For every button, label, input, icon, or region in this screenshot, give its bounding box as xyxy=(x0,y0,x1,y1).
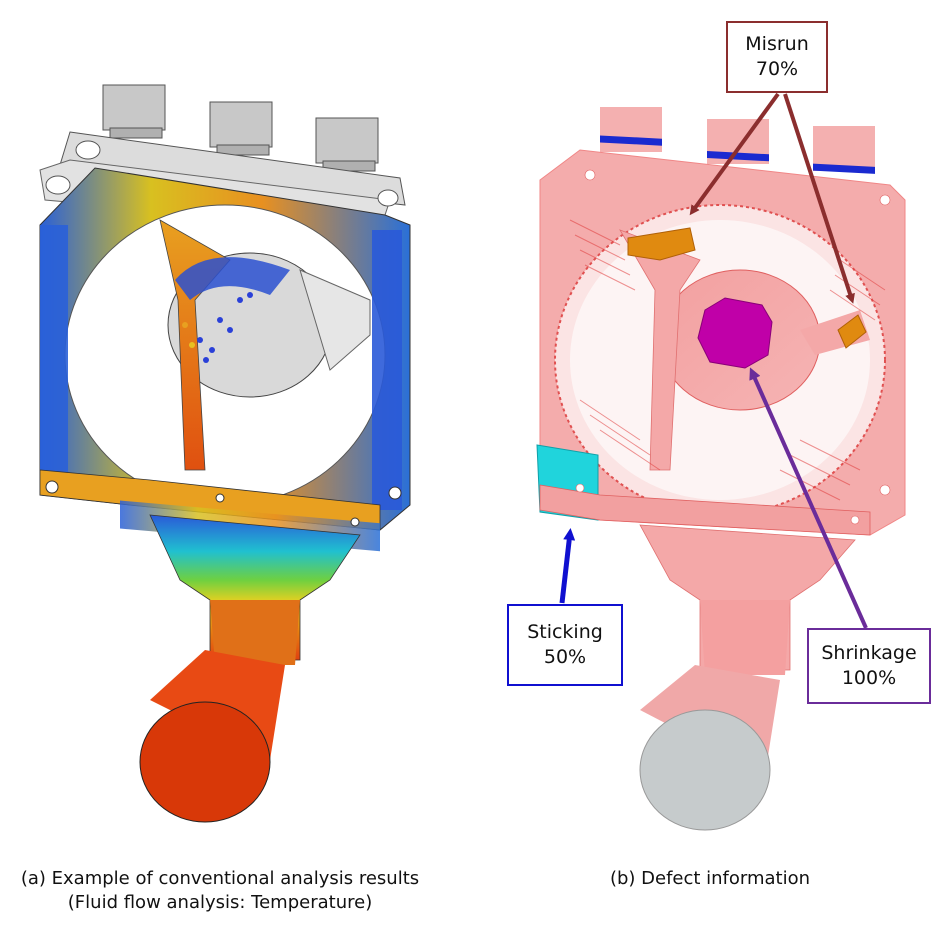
caption-b-line1: (b) Defect information xyxy=(609,868,811,889)
panel-a-model xyxy=(39,84,411,823)
gate-tabs xyxy=(102,84,379,172)
misrun-callout: Misrun 70% xyxy=(726,21,828,93)
misrun-label: Misrun xyxy=(745,33,809,55)
misrun-value: 70% xyxy=(755,58,799,80)
misrun-region-1 xyxy=(627,227,696,261)
shrinkage-label: Shrinkage xyxy=(821,642,917,664)
lower-body xyxy=(149,514,361,661)
caption-a: (a) Example of conventional analysis res… xyxy=(15,867,425,915)
lower-body-b xyxy=(639,524,856,671)
sticking-callout: Sticking 50% xyxy=(507,604,623,686)
gate-tabs-b xyxy=(600,107,875,174)
misrun-arrow-2 xyxy=(783,93,855,304)
shrinkage-region xyxy=(697,297,773,369)
sticking-arrow xyxy=(559,528,576,604)
caption-a-line1: (a) Example of conventional analysis res… xyxy=(20,868,420,889)
caption-b: (b) Defect information xyxy=(560,867,860,891)
misrun-region-2 xyxy=(837,314,867,349)
hatch-marks xyxy=(569,219,886,501)
caption-a-line2: (Fluid flow analysis: Temperature) xyxy=(67,892,373,913)
panel-b-model xyxy=(536,107,906,831)
misrun-arrow-1 xyxy=(689,92,780,216)
riser-cylinder-b xyxy=(639,709,771,831)
shrinkage-arrow xyxy=(749,367,868,629)
shrinkage-value: 100% xyxy=(841,667,897,689)
sticking-label: Sticking xyxy=(527,621,603,643)
riser-cylinder-top xyxy=(139,701,271,823)
flow-particles xyxy=(182,292,253,363)
top-plate xyxy=(59,131,406,206)
sticking-value: 50% xyxy=(543,646,587,668)
shrinkage-callout: Shrinkage 100% xyxy=(807,628,931,704)
